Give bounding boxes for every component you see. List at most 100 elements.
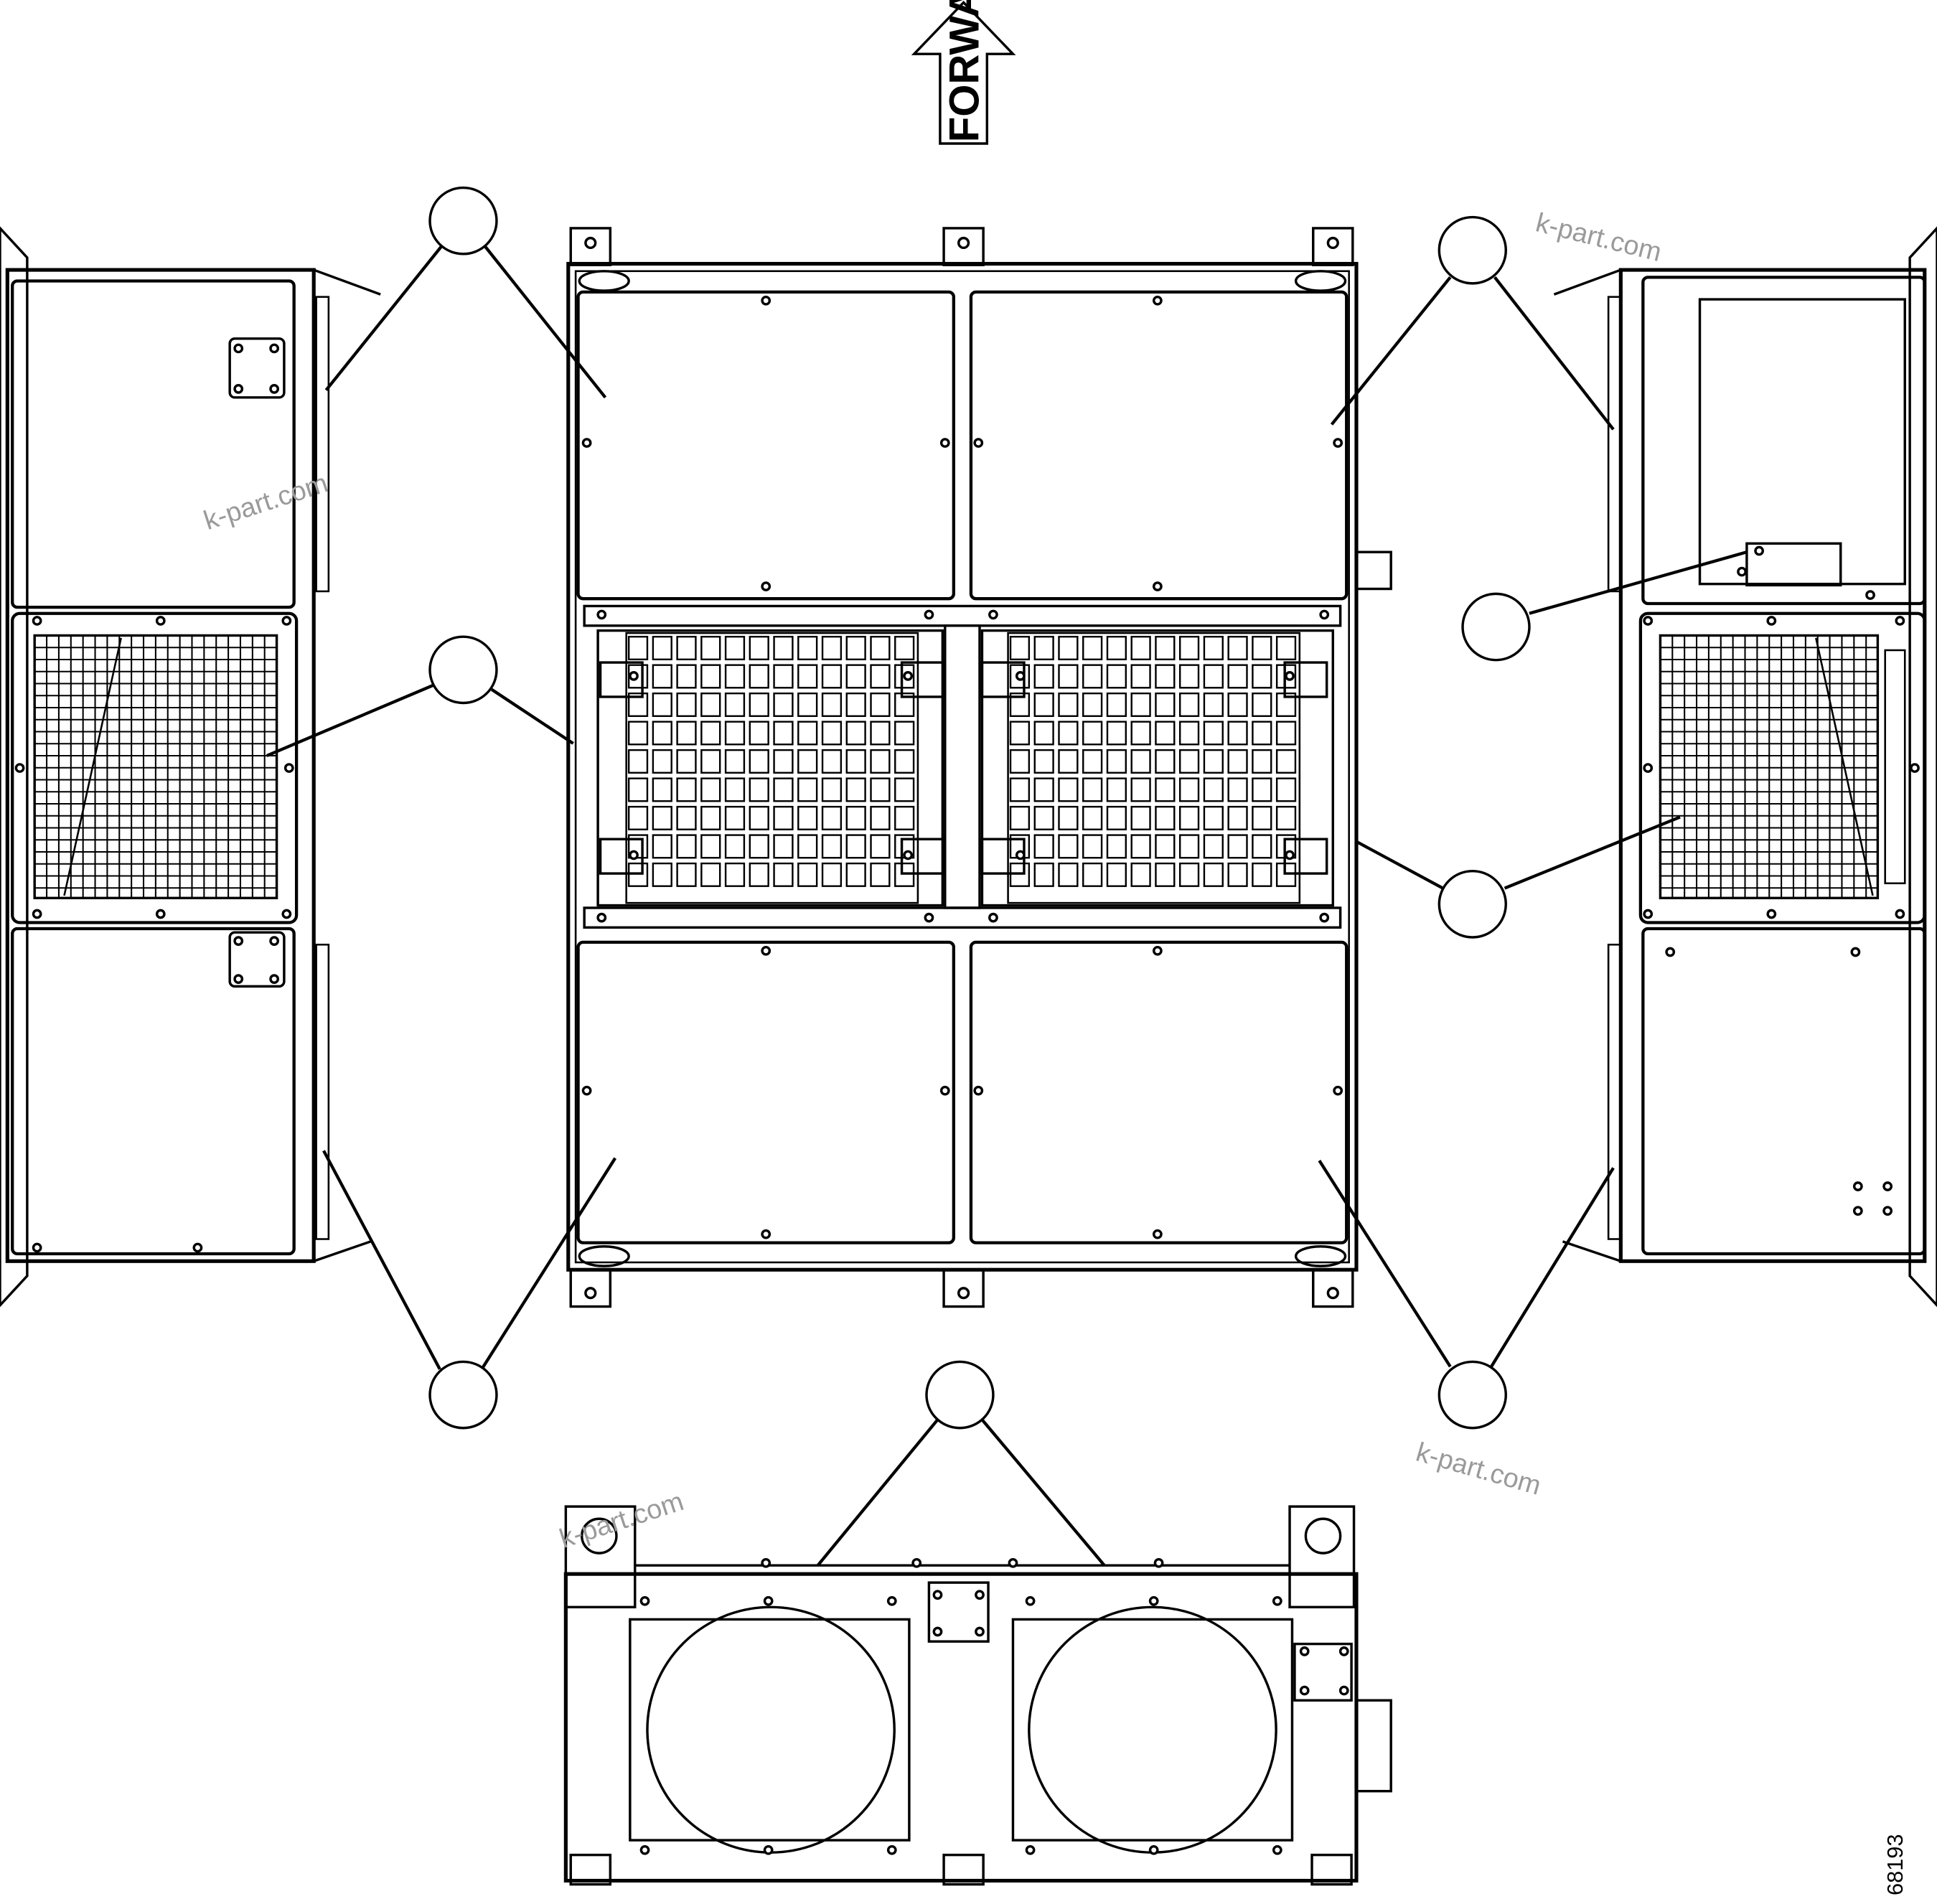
grille-cell <box>1203 664 1224 689</box>
grille-cell <box>1252 664 1272 689</box>
grille-cell <box>724 692 746 717</box>
grille-cell <box>1130 692 1151 717</box>
watermark-text: k-part.com <box>555 1486 687 1554</box>
grille-cell <box>627 777 649 802</box>
grille-cell <box>1130 777 1151 802</box>
grille-cell <box>894 721 915 746</box>
bolt-icon <box>975 1590 985 1600</box>
grille-cell <box>1058 664 1079 689</box>
grille-cell <box>724 805 746 830</box>
grille-cell <box>676 777 697 802</box>
callout-balloon <box>1437 215 1507 285</box>
grille-cell <box>1178 692 1200 717</box>
grille-cell <box>1275 635 1297 661</box>
grille-cell <box>1252 777 1272 802</box>
bolt-icon <box>283 763 294 773</box>
grille-cell <box>1203 749 1224 774</box>
grille-cell <box>845 805 866 830</box>
grille-cell <box>1155 664 1176 689</box>
grille-cell <box>1178 749 1200 774</box>
grille-cell <box>1009 805 1031 830</box>
grille-cell <box>700 692 721 717</box>
grille-cell <box>894 777 915 802</box>
bolt-icon <box>1643 616 1654 626</box>
bolt-icon <box>886 1595 897 1606</box>
grille-cell <box>676 749 697 774</box>
bolt-icon <box>32 909 42 919</box>
grille-cell <box>627 805 649 830</box>
bolt-icon <box>973 438 984 448</box>
grille-cell <box>1009 862 1031 887</box>
grille-cell <box>821 834 843 859</box>
grille-cell <box>676 834 697 859</box>
grille-cell <box>676 635 697 661</box>
grille-cell <box>870 635 891 661</box>
grille-cell <box>676 664 697 689</box>
grille-cell <box>1227 749 1248 774</box>
grille-cell <box>627 749 649 774</box>
grille-cell <box>1009 664 1031 689</box>
grille-cell <box>870 805 891 830</box>
center-grille-mesh <box>627 635 1297 887</box>
grille-cell <box>1082 721 1103 746</box>
grille-cell <box>1203 862 1224 887</box>
grille-cell <box>1130 862 1151 887</box>
bolt-icon <box>1148 1595 1159 1606</box>
bolt-icon <box>233 343 244 354</box>
grille-cell <box>1058 635 1079 661</box>
grille-cell <box>1106 664 1127 689</box>
grille-cell <box>1106 862 1127 887</box>
bolt-icon <box>233 936 244 946</box>
bolt-icon <box>32 1242 42 1253</box>
grille-cell <box>870 721 891 746</box>
bolt-icon <box>155 909 166 919</box>
grille-cell <box>1155 721 1176 746</box>
bolt-icon <box>1852 1206 1863 1216</box>
bolt-icon <box>1299 1685 1310 1696</box>
bolt-icon <box>1865 590 1875 600</box>
grille-cell <box>1033 749 1054 774</box>
grille-cell <box>1227 834 1248 859</box>
bolt-icon <box>1895 909 1905 919</box>
bolt-icon <box>639 1595 650 1606</box>
right-side-view <box>1553 226 1937 1308</box>
grille-cell <box>1082 777 1103 802</box>
callout-balloon <box>925 1360 995 1430</box>
grille-cell <box>1275 749 1297 774</box>
grille-cell <box>773 635 794 661</box>
grille-cell <box>797 862 818 887</box>
grille-cell <box>894 692 915 717</box>
bolt-icon <box>1882 1181 1893 1191</box>
grille-cell <box>1106 805 1127 830</box>
grille-cell <box>1178 721 1200 746</box>
bolt-icon <box>581 438 592 448</box>
grille-cell <box>821 777 843 802</box>
grille-cell <box>845 664 866 689</box>
grille-cell <box>676 805 697 830</box>
grille-cell <box>773 834 794 859</box>
grille-cell <box>1130 749 1151 774</box>
grille-cell <box>1275 664 1297 689</box>
grille-cell <box>870 749 891 774</box>
bolt-icon <box>988 609 998 620</box>
bolt-icon <box>639 1844 650 1855</box>
grille-cell <box>773 692 794 717</box>
grille-cell <box>797 749 818 774</box>
grille-cell <box>1252 805 1272 830</box>
grille-cell <box>1178 635 1200 661</box>
grille-cell <box>1082 664 1103 689</box>
bolt-icon <box>973 1085 984 1096</box>
grille-cell <box>1227 664 1248 689</box>
bolt-icon <box>1025 1595 1036 1606</box>
grille-cell <box>724 664 746 689</box>
grille-cell <box>870 692 891 717</box>
grille-cell <box>700 777 721 802</box>
grille-cell <box>797 721 818 746</box>
grille-cell <box>724 777 746 802</box>
watermarks: k-part.com k-part.com k-part.com k-part.… <box>200 207 1665 1553</box>
bolt-icon <box>1153 1557 1164 1568</box>
grille-cell <box>724 834 746 859</box>
grille-cell <box>652 692 672 717</box>
grille-cell <box>749 664 769 689</box>
bolt-icon <box>1754 545 1765 556</box>
